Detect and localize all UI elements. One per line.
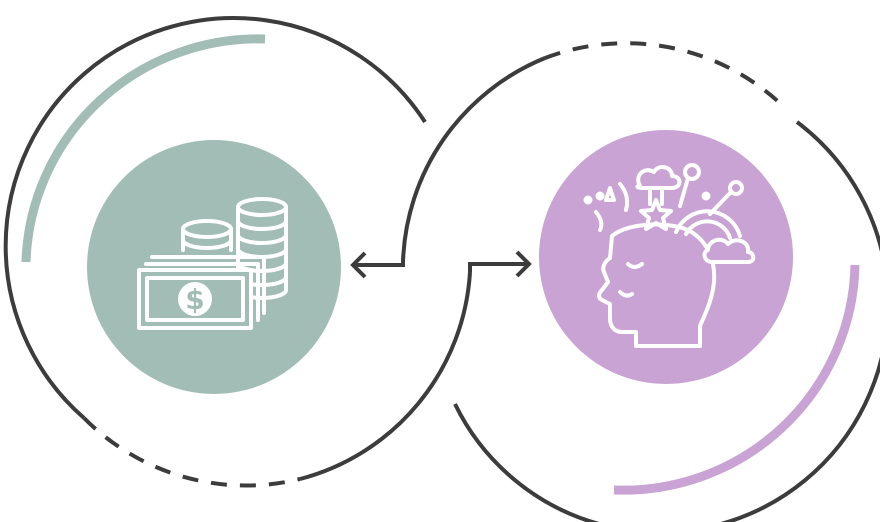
arrowhead-left-icon xyxy=(350,251,367,279)
left-accent-arc xyxy=(21,34,266,263)
right-upper-solid-arc xyxy=(401,56,546,263)
center-connectors xyxy=(350,250,532,279)
left-dashed-arc xyxy=(82,416,301,488)
creative-mind-head-icon xyxy=(583,163,756,348)
right-loop xyxy=(401,41,880,522)
dollar-sign-icon: $ xyxy=(185,283,204,316)
left-lower-solid-arc xyxy=(299,271,472,481)
connector-to-mind xyxy=(468,262,528,272)
money-circle xyxy=(87,140,341,394)
right-accent-arc xyxy=(613,264,860,495)
connector-to-money xyxy=(354,262,405,267)
arrowhead-right-icon xyxy=(515,250,532,278)
money-cash-coins-icon xyxy=(137,197,288,330)
mind-node xyxy=(539,130,793,384)
right-dashed-arc xyxy=(544,41,785,108)
left-loop xyxy=(3,16,472,488)
left-solid-arc xyxy=(3,16,427,420)
right-solid-arc xyxy=(453,120,880,522)
money-node: $ xyxy=(87,140,341,394)
